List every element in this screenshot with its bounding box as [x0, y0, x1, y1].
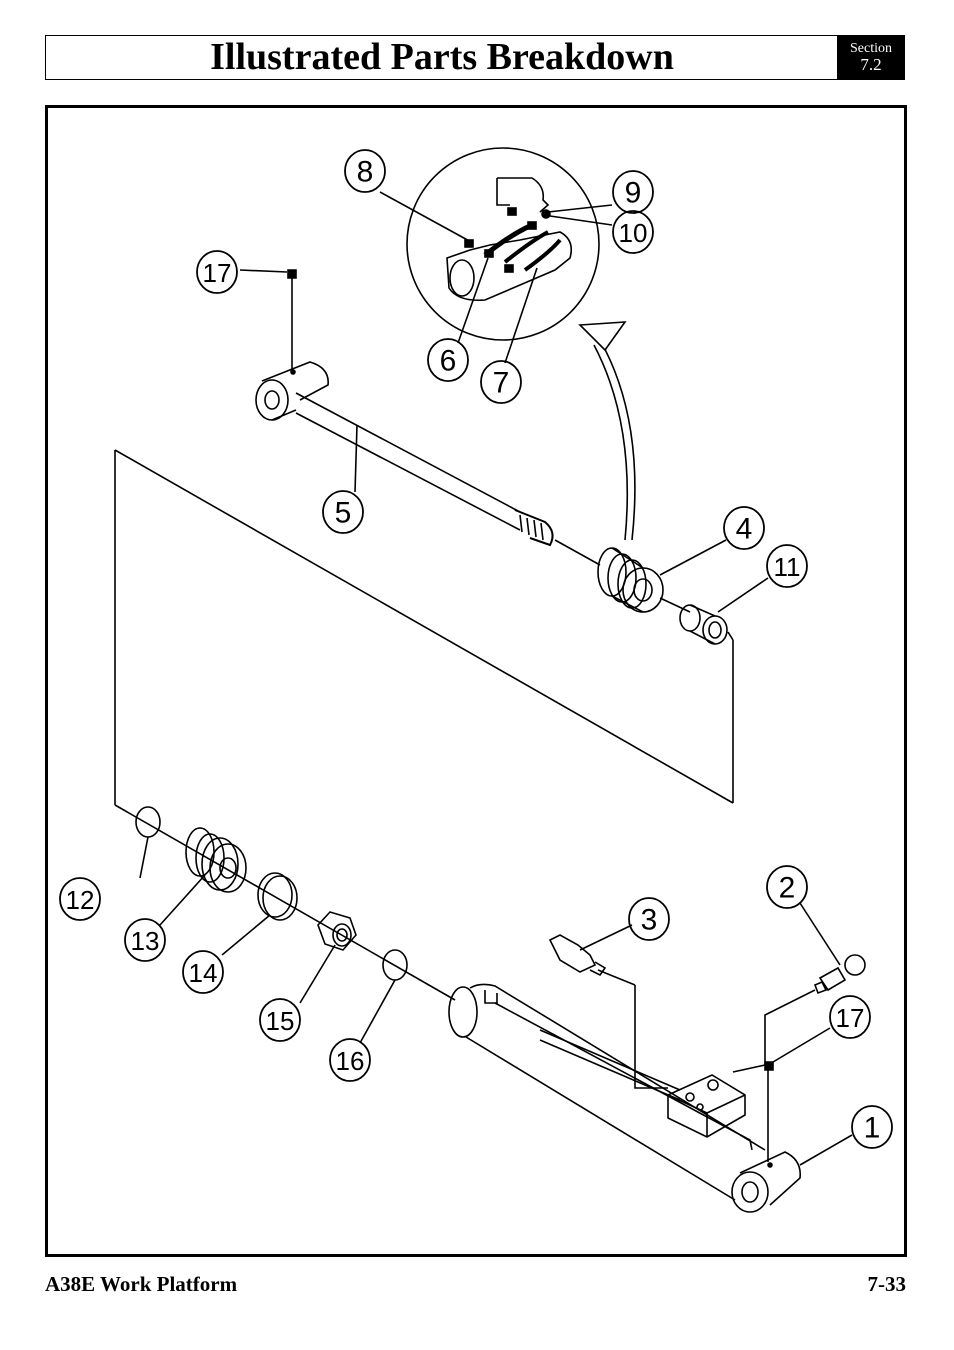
- callout-circles: [59, 149, 893, 1149]
- diagram-frame: [45, 105, 907, 1257]
- piston: [185, 827, 247, 893]
- callout-15: 15: [266, 1006, 295, 1036]
- callout-leaders: [139, 424, 853, 1166]
- callout-13: 13: [131, 926, 160, 956]
- callout-11: 11: [774, 552, 801, 582]
- callout-5: 5: [335, 497, 352, 530]
- section-label: Section: [850, 41, 892, 56]
- callout-12: 12: [66, 885, 95, 915]
- callout-16: 16: [336, 1046, 365, 1076]
- lock-nut: [317, 911, 357, 951]
- seal-detail-view: [406, 147, 600, 341]
- o-ring-12: [135, 806, 161, 838]
- callout-17-upper: 17: [203, 258, 232, 288]
- valve-block: [539, 985, 746, 1138]
- page-title: Illustrated Parts Breakdown: [210, 36, 674, 78]
- callout-17-lower: 17: [836, 1003, 865, 1033]
- callout-1: 1: [864, 1112, 881, 1145]
- callout-8: 8: [357, 156, 374, 189]
- callout-2: 2: [779, 872, 796, 905]
- callout-7: 7: [493, 367, 510, 400]
- check-valve: [764, 954, 866, 1065]
- detail-leaders: [379, 191, 613, 364]
- detail-arrow: [578, 321, 636, 541]
- callout-10: 10: [619, 218, 648, 248]
- grease-fitting-lower: [732, 1061, 774, 1162]
- wear-ring: [257, 872, 298, 921]
- callout-3: 3: [641, 904, 658, 937]
- assembly-axis: [114, 449, 734, 1001]
- callout-4: 4: [736, 513, 753, 546]
- pressure-switch: [548, 934, 636, 986]
- footer-model: A38E Work Platform: [45, 1272, 238, 1296]
- page-header: Illustrated Parts Breakdown Section 7.2: [45, 35, 905, 80]
- callout-6: 6: [440, 345, 457, 378]
- callout-9: 9: [625, 177, 642, 210]
- gland: [597, 547, 664, 613]
- bushing: [679, 604, 728, 645]
- piston-rod: [255, 361, 554, 547]
- cylinder-barrel: [448, 983, 802, 1213]
- section-badge: Section 7.2: [837, 35, 905, 80]
- section-number: 7.2: [860, 55, 882, 74]
- footer-page-number: 7-33: [867, 1272, 907, 1296]
- grease-fitting-upper: [239, 269, 297, 372]
- callout-14: 14: [189, 958, 218, 988]
